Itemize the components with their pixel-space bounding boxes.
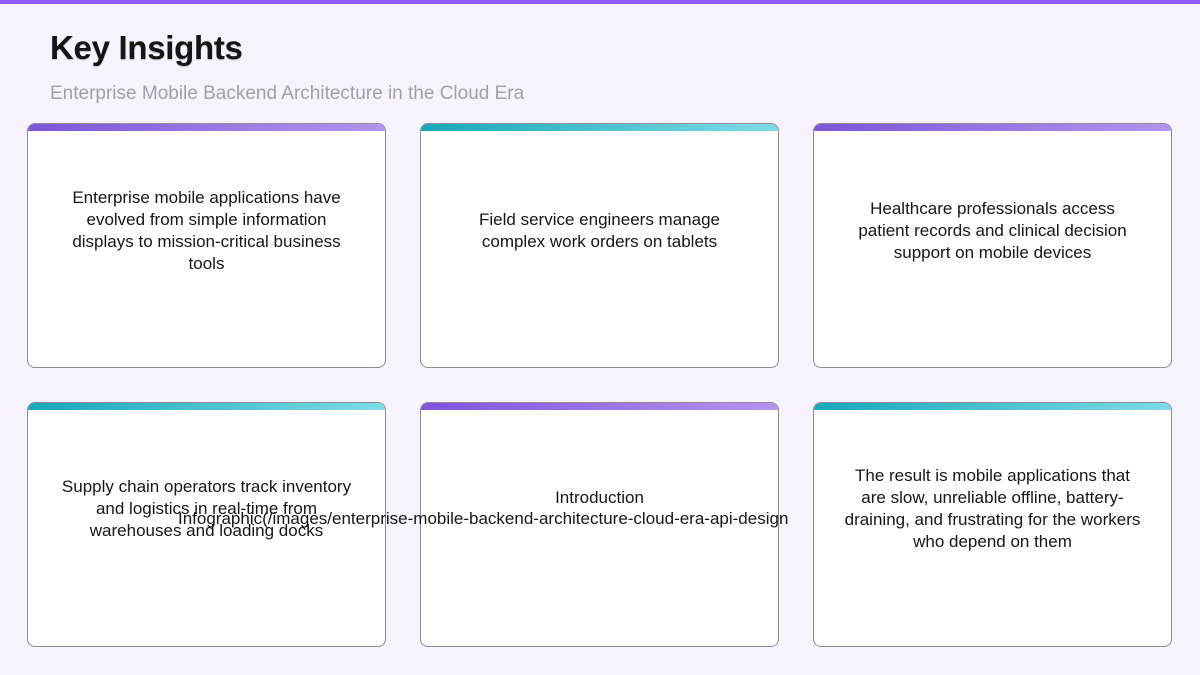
card-accent-bar xyxy=(421,124,778,131)
insight-card-3: Healthcare professionals access patient … xyxy=(813,123,1172,368)
insight-card-2: Field service engineers manage complex w… xyxy=(420,123,779,368)
card-text: Field service engineers manage complex w… xyxy=(479,210,720,251)
card-accent-bar xyxy=(814,403,1171,410)
infographic-path-label: Infographic(/images/enterprise-mobile-ba… xyxy=(178,509,789,528)
insight-card-4: Supply chain operators track inventory a… xyxy=(27,402,386,647)
insight-card-6: The result is mobile applications that a… xyxy=(813,402,1172,647)
card-text: Healthcare professionals access patient … xyxy=(858,199,1127,262)
page-subtitle: Enterprise Mobile Backend Architecture i… xyxy=(50,83,525,104)
card-text: The result is mobile applications that a… xyxy=(844,466,1141,551)
insight-card-5: Introduction xyxy=(420,402,779,647)
insight-card-1: Enterprise mobile applications have evol… xyxy=(27,123,386,368)
card-accent-bar xyxy=(28,124,385,131)
card-accent-bar xyxy=(28,403,385,410)
card-accent-bar xyxy=(814,124,1171,131)
card-text: Supply chain operators track inventory a… xyxy=(61,477,352,540)
top-accent-bar xyxy=(0,0,1200,4)
card-accent-bar xyxy=(421,403,778,410)
card-text: Enterprise mobile applications have evol… xyxy=(72,188,341,273)
page-title: Key Insights xyxy=(50,29,243,66)
card-text: Introduction xyxy=(555,488,644,507)
